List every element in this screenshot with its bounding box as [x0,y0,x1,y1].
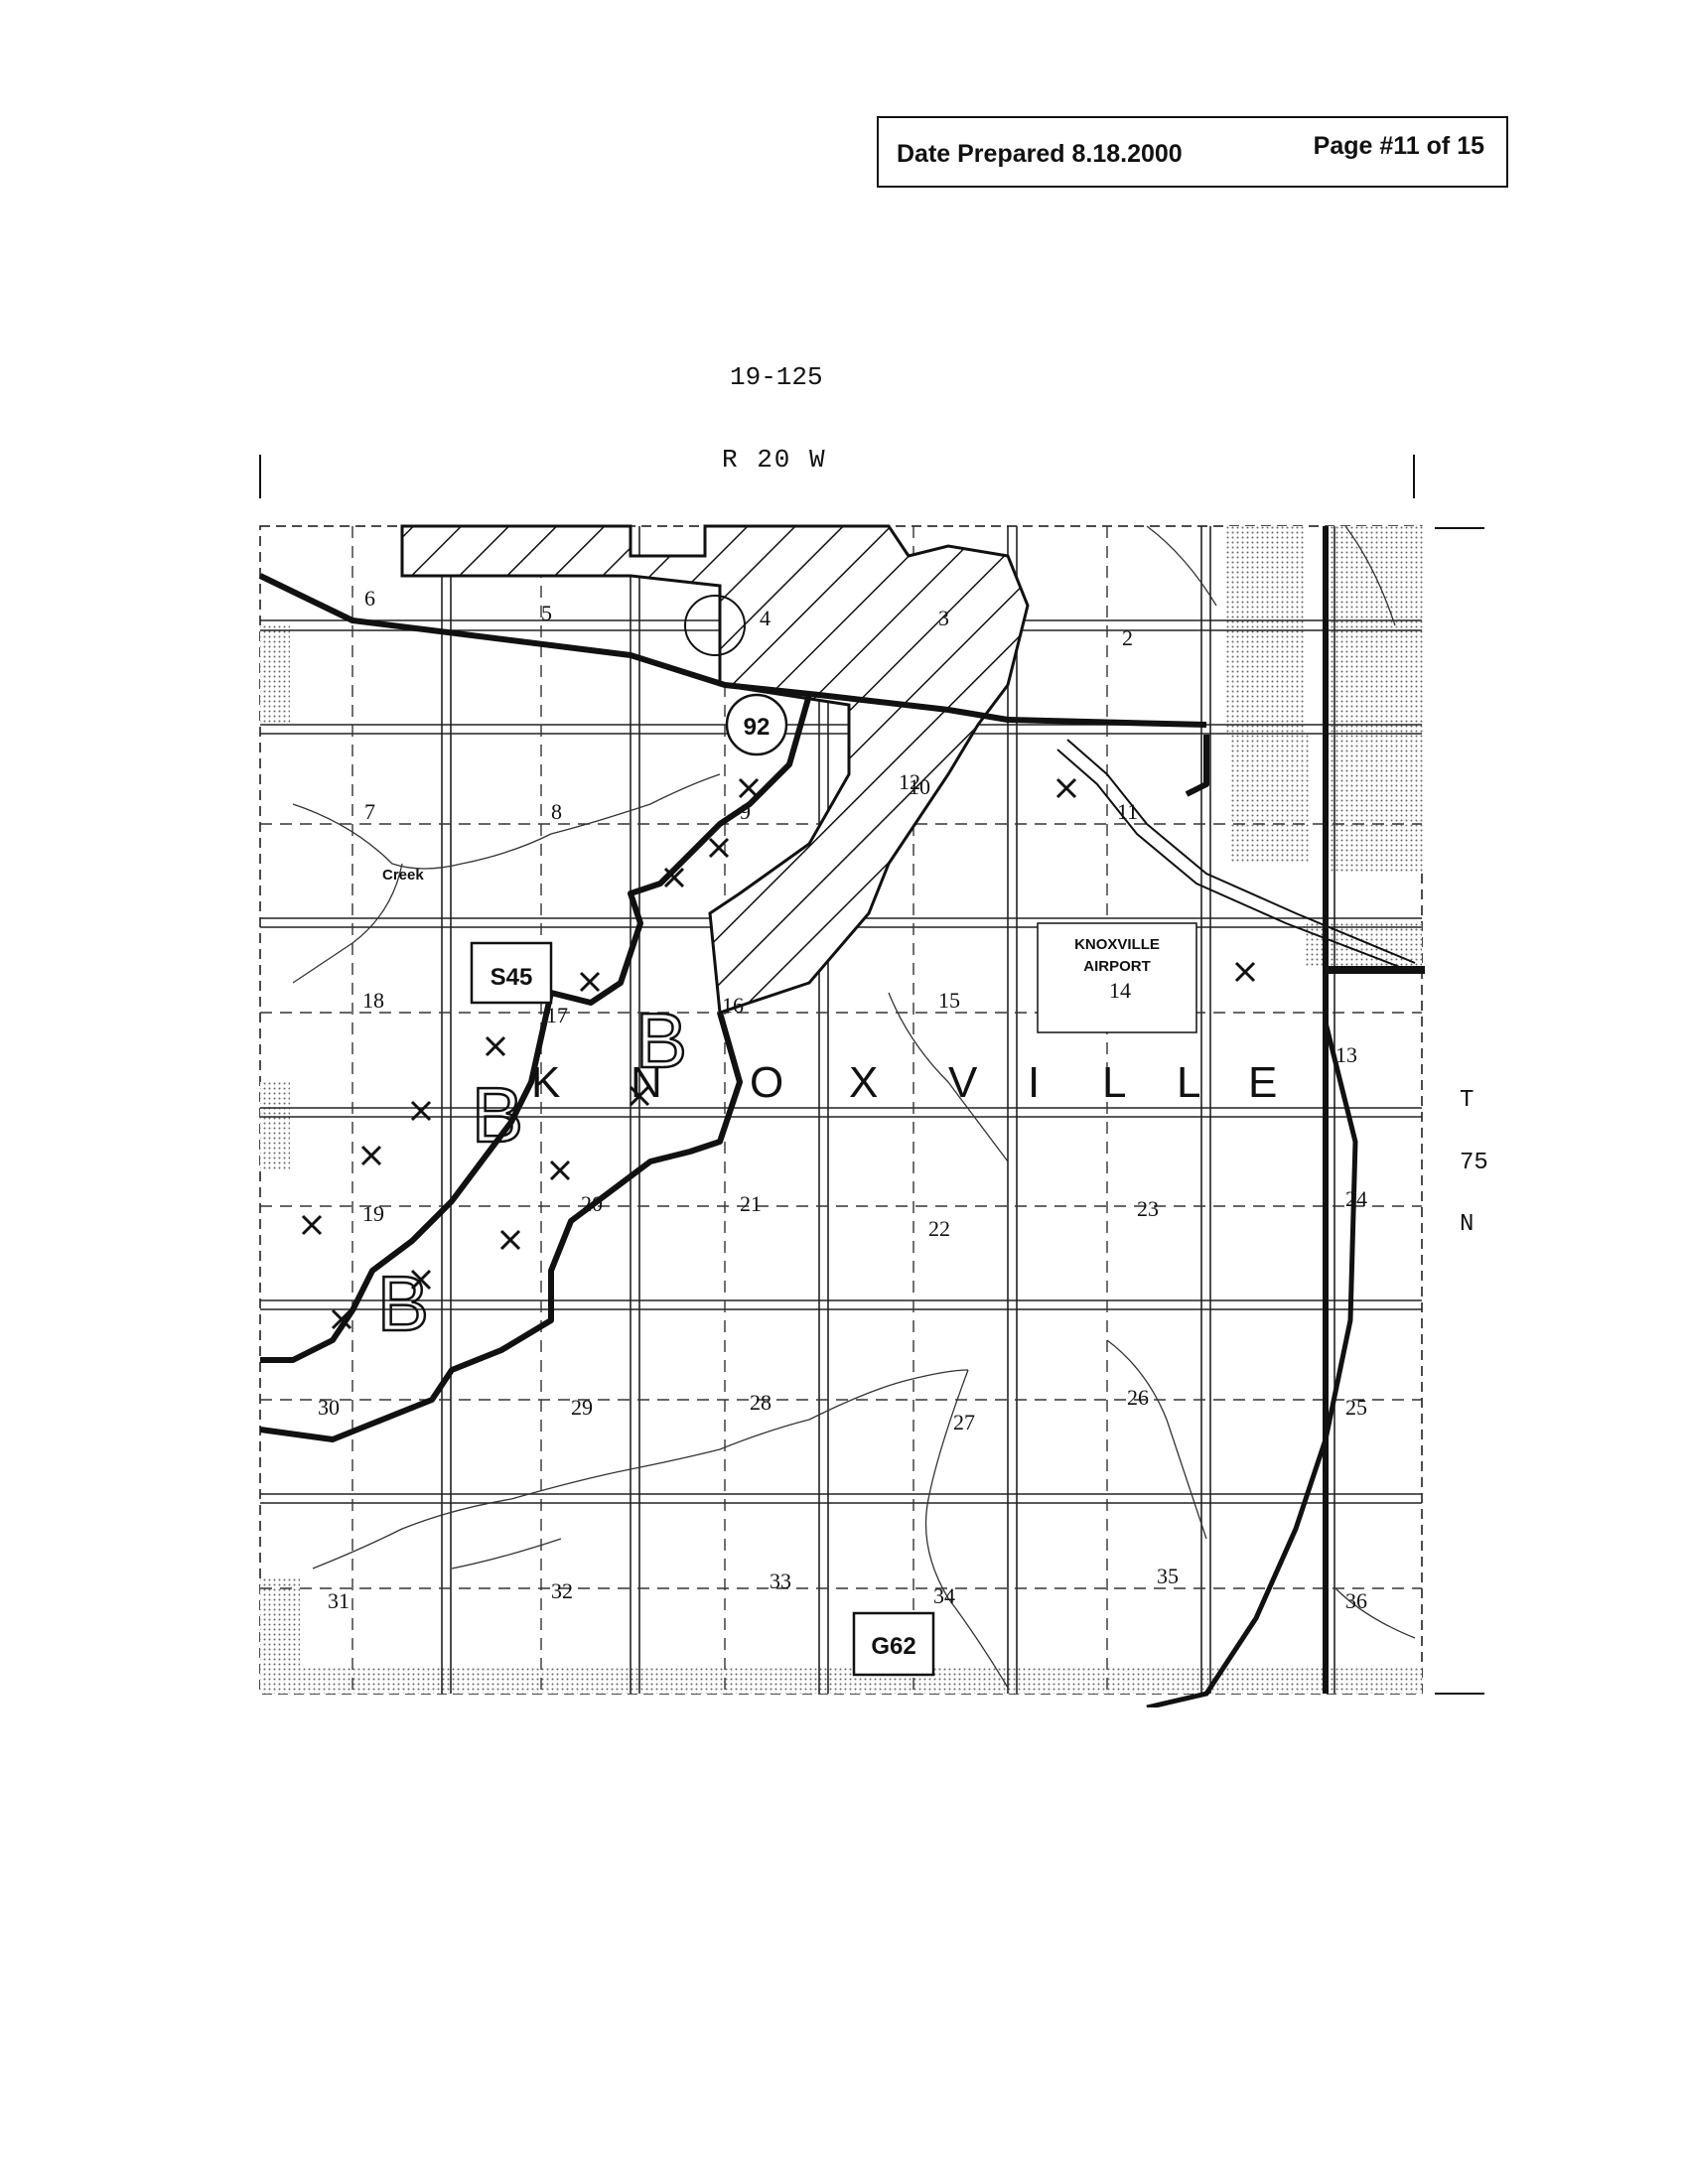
route-s45-shield [470,941,553,1005]
section-number: 20 [581,1191,603,1216]
section-number: 2 [1122,625,1133,650]
section-number: 21 [740,1191,762,1216]
section-number: 3 [938,606,949,630]
section-number: 14 [1109,978,1131,1003]
section-number: 24 [1345,1186,1367,1211]
streams [292,525,1416,1689]
section-number: 26 [1127,1385,1149,1410]
zone-label: B [635,997,687,1084]
town-letter: E [1248,1058,1277,1107]
section-number: 11 [1117,799,1138,824]
date-prepared: Date Prepared 8.18.2000 [897,140,1183,168]
section-number: 22 [928,1216,950,1241]
section-number: 8 [551,799,562,824]
section-number: 18 [362,988,384,1013]
town-letter: L [1102,1058,1126,1107]
section-number: 13 [1335,1042,1357,1067]
section-number: 4 [760,606,771,630]
railroad [1066,739,1416,964]
section-number: 19 [362,1201,384,1226]
section-number: 5 [541,601,552,625]
page-number: Page #11 of 15 [1313,132,1484,160]
section-number: 12 [899,769,920,794]
zone-label: B [377,1260,429,1347]
section-number: 6 [364,586,375,611]
section-number: 9 [740,799,751,824]
header-box: Date Prepared 8.18.2000 Page #11 of 15 [877,116,1508,188]
stipple-area [260,625,290,725]
section-number: 7 [364,799,375,824]
section-number: 30 [318,1395,340,1420]
airport-label-line2: AIRPORT [1083,958,1151,975]
stipple-area [260,1082,290,1171]
section-number: 10 [909,774,930,799]
circle-marker [684,595,746,656]
township-direction: N [1460,1211,1474,1238]
highway-band [1326,966,1425,974]
township-number: 75 [1460,1150,1488,1176]
section-number: 23 [1137,1196,1159,1221]
town-letter: I [1028,1058,1040,1107]
airport-label-line1: KNOXVILLE [1074,936,1160,953]
airport-area [1037,922,1197,1033]
section-number: 33 [770,1569,791,1593]
town-letter: O [750,1058,783,1107]
township-t: T [1460,1087,1474,1114]
section-number: 36 [1345,1588,1367,1613]
creek-label: Creek [382,867,424,884]
map-svg: 92 S45 G62 KNOXVILLE AIRPORT Creek 6 5 4… [258,455,1484,1707]
stipple-area [1326,735,1425,874]
section-number: 27 [953,1410,975,1434]
township-map: 92 S45 G62 KNOXVILLE AIRPORT Creek 6 5 4… [253,447,1504,1707]
section-number: 31 [328,1588,350,1613]
route-92-label: 92 [744,714,771,741]
section-number: 25 [1345,1395,1367,1420]
town-letter: K [531,1058,560,1107]
stipple-area [1231,735,1311,864]
town-letter: N [631,1058,662,1107]
zone-label: B [472,1071,523,1159]
range-label: R 20 W [722,445,827,475]
route-s45-label: S45 [491,964,533,991]
route-g62-label: G62 [871,1633,915,1660]
railroad [1056,749,1416,974]
document-code: 19-125 [730,362,823,392]
route-g62-shield [852,1611,935,1677]
section-number: 17 [546,1003,568,1027]
section-number: 32 [551,1578,573,1603]
section-number: 16 [722,993,744,1018]
route-92-shield [725,693,788,756]
town-letter: V [948,1058,978,1107]
town-name: K N O X V I L L E [531,1058,1277,1107]
city-boundary [258,573,1209,1442]
stipple-area [260,1668,1422,1694]
section-number: 34 [933,1583,955,1608]
boundary-markers [301,777,1256,1330]
town-letter: L [1177,1058,1200,1107]
town-letter: X [849,1058,878,1107]
section-number: 29 [571,1395,593,1420]
section-number: 15 [938,988,960,1013]
section-number: 35 [1157,1564,1179,1588]
south-highway [1146,1022,1358,1707]
section-number: 28 [750,1390,772,1415]
section-numbers: 6 5 4 3 2 7 8 9 10 11 12 18 17 16 15 14 … [318,586,1367,1613]
